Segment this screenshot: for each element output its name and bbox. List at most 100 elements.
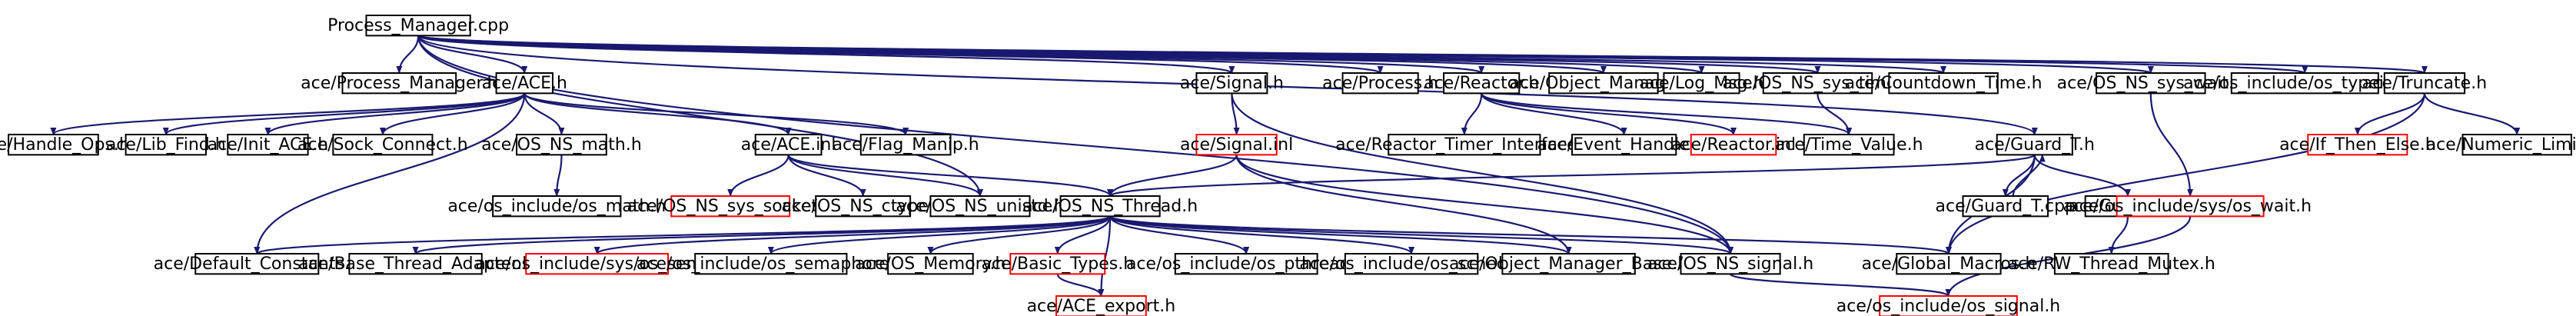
node-box <box>341 72 457 95</box>
edge-root-to-truncate_h <box>417 35 2427 75</box>
node-label: ace/Global_Macros.h <box>1862 254 2036 274</box>
edge-thread_h-to-default_const <box>254 215 1112 255</box>
edge-basic_types-to-ace_export <box>1056 273 1105 297</box>
node-sys-socket[interactable]: ace/OS_NS_sys_socket.h <box>627 195 834 218</box>
node-truncate-h[interactable]: ace/Truncate.h <box>2362 72 2487 95</box>
node-label: ace/Time_Value.h <box>1775 135 1923 155</box>
node-box <box>1690 134 1777 156</box>
node-basic-types[interactable]: ace/Basic_Types.h <box>981 253 1134 275</box>
node-label: ace/os_include/os_semaphore.h <box>637 254 906 274</box>
node-box <box>1055 295 1147 316</box>
edge-sys_wait_h-to-os_wait_h <box>2149 93 2194 197</box>
node-reactor-h[interactable]: ace/Reactor.h <box>1424 72 1539 95</box>
node-os-pthread[interactable]: ace/os_include/os_pthread.h <box>1126 253 1367 275</box>
node-pm-h[interactable]: ace/Process_Manager.h <box>301 72 497 95</box>
node-box <box>1663 72 1740 95</box>
edge-ace_h-to-os_math_h <box>524 93 565 135</box>
node-sock-connect[interactable]: ace/Sock_Connect.h <box>297 134 468 156</box>
edge-os_math_h-to-os_math_inc <box>553 155 563 197</box>
node-label: ace/OS_Memory.h <box>855 254 1005 274</box>
node-ace-inl[interactable]: ace/ACE.inl <box>741 134 836 156</box>
edge-thread_h-to-basic_types <box>1054 216 1112 254</box>
node-guard-t-h[interactable]: ace/Guard_T.h <box>1975 134 2095 156</box>
edge-os_ns_signal-to-os_signal <box>1729 273 1952 298</box>
node-base-thread[interactable]: ace/Base_Thread_Adapter.h <box>298 253 533 275</box>
node-event-handler[interactable]: ace/Event_Handler.h <box>1537 134 1711 156</box>
node-label: ace/OS_NS_sys_time.h <box>1723 74 1913 93</box>
node-os-signal[interactable]: ace/os_include/os_signal.h <box>1836 295 2061 316</box>
node-signal-inl[interactable]: ace/Signal.inl <box>1180 134 1293 156</box>
edge-thread_h-to-os_semaphore <box>768 215 1112 255</box>
node-os-math-h[interactable]: ace/OS_NS_math.h <box>481 134 642 156</box>
node-label: ace/Process.h <box>1322 74 1438 93</box>
node-root[interactable]: Process_Manager.cpp <box>327 15 509 37</box>
node-global-macros[interactable]: ace/Global_Macros.h <box>1862 253 2036 275</box>
node-box <box>1388 134 1541 156</box>
node-rti-h[interactable]: ace/Reactor_Timer_Interface.h <box>1335 134 1594 156</box>
node-reactor-inl[interactable]: ace/Reactor.inl <box>1671 134 1796 156</box>
edge-ace_h-to-init_ace <box>264 92 526 135</box>
node-box <box>1762 72 1873 95</box>
node-box <box>8 134 99 156</box>
node-os-ns-signal[interactable]: ace/OS_NS_signal.h <box>1647 253 1813 275</box>
node-numeric-limits[interactable]: ace/Numeric_Limits.h <box>2426 134 2576 156</box>
edge-ace_inl-to-unistd_h <box>787 154 983 197</box>
node-os-sem-h[interactable]: ace/os_include/sys/os_sem.h <box>476 253 719 275</box>
node-box <box>125 134 207 156</box>
node-box <box>1501 253 1636 275</box>
node-process-h[interactable]: ace/Process.h <box>1322 72 1438 95</box>
node-objmgr-base[interactable]: ace/Object_Manager_Base.h <box>1449 253 1688 275</box>
node-label: ace/Signal.inl <box>1180 135 1293 155</box>
node-handle-ops[interactable]: ace/Handle_Ops.h <box>0 134 130 156</box>
node-box <box>1009 253 1106 275</box>
node-lib-find[interactable]: ace/Lib_Find.h <box>106 134 226 156</box>
node-label: ace/ACE.inl <box>741 135 836 155</box>
node-logmsg-h[interactable]: ace/Log_Msg.h <box>1639 72 1764 95</box>
node-os-semaphore[interactable]: ace/os_include/os_semaphore.h <box>637 253 906 275</box>
node-box <box>194 253 320 275</box>
node-init-ace[interactable]: ace/Init_ACE.h <box>208 134 329 156</box>
edge-root-to-countdown_h <box>417 35 1946 75</box>
node-os-math-inc[interactable]: ace/os_include/os_math.h <box>447 195 666 218</box>
node-thread-h[interactable]: ace/OS_NS_Thread.h <box>1022 195 1198 218</box>
node-countdown-h[interactable]: ace/Countdown_Time.h <box>1845 72 2043 95</box>
node-os-sched[interactable]: ace/os_include/os_sched.h <box>1299 253 1524 275</box>
node-flag-manip[interactable]: ace/Flag_Manip.h <box>833 134 979 156</box>
node-ace-export[interactable]: ace/ACE_export.h <box>1027 295 1176 316</box>
edge-ace_inl-to-sys_socket <box>727 155 789 197</box>
node-box <box>815 195 912 218</box>
node-label: ace/ACE.h <box>482 74 567 93</box>
node-guard-t-cpp[interactable]: ace/Guard_T.cpp <box>1936 195 2076 218</box>
node-box <box>887 253 974 275</box>
node-os-wait-h[interactable]: ace/os_include/sys/os_wait.h <box>2069 195 2312 218</box>
node-box <box>1803 134 1895 156</box>
node-default-const[interactable]: ace/Default_Constants.h <box>154 253 361 275</box>
edge-ace_inl-to-thread_h <box>787 154 1113 197</box>
node-label: ace/Guard_T.cpp <box>1936 197 2076 216</box>
node-box <box>1888 72 1999 95</box>
node-box <box>754 134 823 156</box>
node-box <box>525 253 670 275</box>
node-rw-mutex[interactable]: ace/RW_Thread_Mutex.h <box>2008 253 2215 275</box>
node-ctype-h[interactable]: ace/OS_NS_ctype.h <box>781 195 945 218</box>
node-label: ace/Truncate.h <box>2362 74 2487 93</box>
edge-ace_h-to-flag_manip <box>524 92 909 136</box>
node-if-then-else[interactable]: ace/If_Then_Else.h <box>2279 134 2436 156</box>
node-sys-time-h[interactable]: ace/OS_NS_sys_time.h <box>1723 72 1913 95</box>
node-box <box>1896 253 2002 275</box>
edge-ace_h-to-default_const <box>254 93 526 254</box>
node-box <box>929 195 1031 218</box>
node-signal-h[interactable]: ace/Signal.h <box>1180 72 1284 95</box>
node-box <box>1341 72 1419 95</box>
node-os-memory[interactable]: ace/OS_Memory.h <box>855 253 1005 275</box>
node-sys-wait-h[interactable]: ace/OS_NS_sys_wait.h <box>2057 72 2245 95</box>
node-time-value[interactable]: ace/Time_Value.h <box>1775 134 1923 156</box>
node-unistd-h[interactable]: ace/OS_NS_unistd.h <box>896 195 1065 218</box>
node-label: ace/os_include/os_pthread.h <box>1126 254 1367 274</box>
node-box <box>1879 295 2018 316</box>
edge-ace_inl-to-ctype_h <box>787 155 866 197</box>
node-label: ace/ACE_export.h <box>1027 297 1176 316</box>
node-ace-h[interactable]: ace/ACE.h <box>482 72 567 95</box>
node-box <box>859 134 952 156</box>
